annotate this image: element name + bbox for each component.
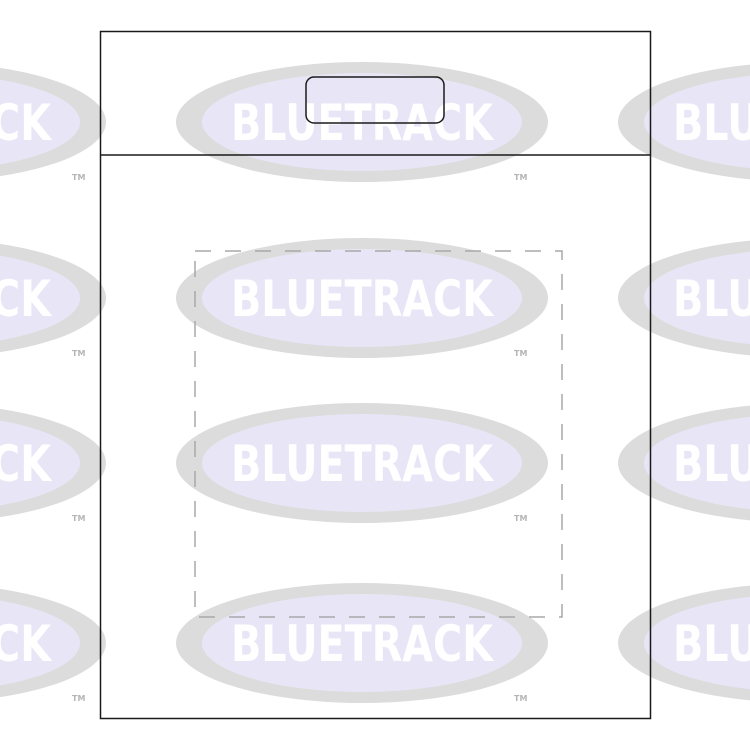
watermark-text: BLUETRACK [231,615,495,673]
watermark-text: BLUETRACK [0,615,53,673]
trademark-mark: TM [72,349,85,358]
watermark-oval [644,75,750,169]
watermark-logo: BLUETRACK TM [0,588,106,703]
watermark-logo: BLUETRACK TM [176,403,548,523]
watermark-oval [202,414,522,512]
trademark-mark: TM [514,514,527,523]
watermark-oval [202,249,522,347]
watermark-text: BLUETRACK [231,270,495,328]
watermark-logo: BLUETRACK TM [0,408,106,523]
trademark-mark: TM [72,514,85,523]
die-cut-handle [305,76,445,124]
trademark-mark: TM [514,349,527,358]
watermark-logo: BLUETRACK TM [0,243,106,358]
watermark-logo: BLUETRACK TM [0,67,106,182]
watermark-logo: BLUETRACK TM [176,583,548,703]
watermark-text: BLUETRACK [673,94,750,152]
watermark-oval [202,594,522,692]
trademark-mark: TM [514,173,527,182]
watermark-text: BLUETRACK [0,435,53,493]
trademark-mark: TM [514,694,527,703]
watermark-oval [644,416,750,510]
trademark-mark: TM [72,694,85,703]
bag-outline [99,30,652,720]
watermark-oval [0,420,80,506]
watermark-text: BLUETRACK [673,270,750,328]
watermark-oval [0,255,80,341]
watermark-oval [644,596,750,690]
watermark-logo: BLUETRACK TM [176,238,548,358]
watermark-text: BLUETRACK [673,435,750,493]
watermark-oval [202,73,522,171]
watermark-oval [0,79,80,165]
watermark-oval [644,251,750,345]
watermark-text: BLUETRACK [0,94,53,152]
watermark-oval [0,600,80,686]
watermark-text: BLUETRACK [673,615,750,673]
trademark-mark: TM [72,173,85,182]
imprint-area [194,250,563,618]
watermark-text: BLUETRACK [231,435,495,493]
watermark-text: BLUETRACK [0,270,53,328]
